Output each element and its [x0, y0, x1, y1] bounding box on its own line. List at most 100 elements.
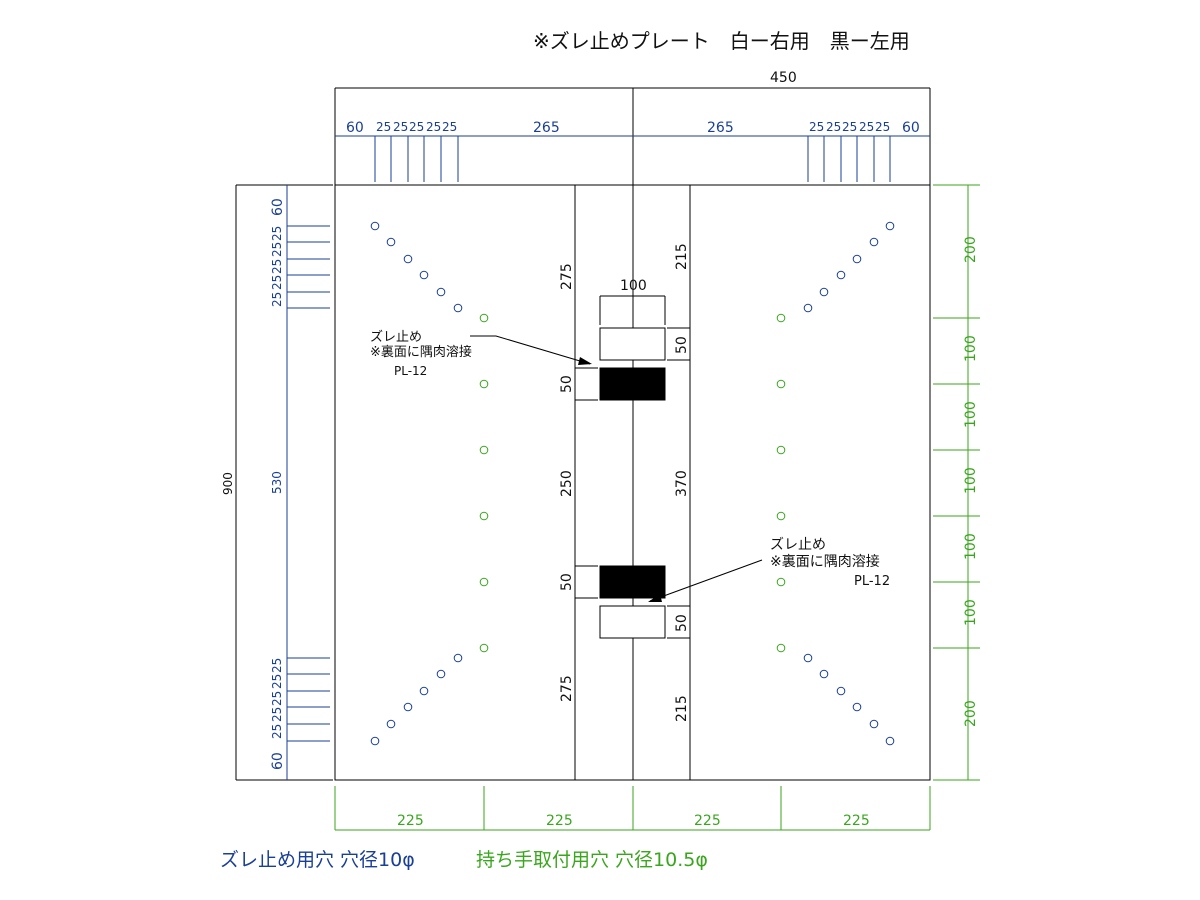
dim-top-right-25b: 25 [826, 120, 841, 134]
dim-left-bottom-25b: 25 [270, 674, 284, 689]
legend-green-holes: 持ち手取付用穴 穴径10.5φ [476, 849, 708, 871]
dim-left-top-25a: 25 [270, 226, 284, 241]
leader-arrow-lower [648, 594, 662, 602]
right-green-dimensions [933, 184, 980, 781]
dim-total-width: 450 [770, 70, 797, 86]
dim-center-right-50-bottom: 50 [674, 614, 690, 632]
blue-hole [403, 254, 413, 264]
dim-top-right-25c: 25 [842, 120, 857, 134]
dim-top-left-25e: 25 [442, 120, 457, 134]
dim-top-left-25c: 25 [409, 120, 424, 134]
dim-top-left-25d: 25 [426, 120, 441, 134]
green-hole [479, 643, 489, 653]
blue-hole [453, 303, 463, 313]
blue-hole [836, 686, 846, 696]
dim-center-left-275-top: 275 [559, 263, 575, 290]
dim-right-100-d: 100 [963, 533, 979, 560]
annotation-upper-plate: PL-12 [394, 364, 427, 378]
green-hole [479, 445, 489, 455]
drawing-title: ※ズレ止めプレート 白ー右用 黒ー左用 [533, 29, 910, 53]
dim-right-100-a: 100 [963, 335, 979, 362]
annotation-lower-plate: PL-12 [854, 574, 890, 589]
green-hole [479, 313, 489, 323]
dim-center-right-50-top: 50 [674, 336, 690, 354]
blue-hole [869, 237, 879, 247]
blue-hole [453, 653, 463, 663]
annotation-upper-title: ズレ止め [370, 329, 422, 345]
blue-hole [852, 254, 862, 264]
blue-hole [836, 270, 846, 280]
green-hole [776, 577, 786, 587]
dim-left-bottom-60: 60 [270, 752, 286, 770]
blue-hole [370, 221, 380, 231]
left-dimensions [235, 184, 333, 781]
dim-center-left-275-bottom: 275 [559, 675, 575, 702]
green-hole [776, 313, 786, 323]
blue-hole [403, 702, 413, 712]
bottom-green-dimensions [334, 786, 931, 831]
dim-left-top-25b: 25 [270, 242, 284, 257]
annotation-upper-weld: ※裏面に隅肉溶接 [370, 344, 472, 360]
leader-arrow-upper [578, 357, 592, 365]
blue-hole [819, 669, 829, 679]
dim-left-bottom-25c: 25 [270, 691, 284, 706]
dim-top-left-25a: 25 [376, 120, 391, 134]
dim-right-100-b: 100 [963, 401, 979, 428]
blue-hole [436, 287, 446, 297]
green-hole [479, 379, 489, 389]
dim-total-height: 900 [221, 472, 235, 495]
dim-top-right-25e: 25 [875, 120, 890, 134]
blue-hole [386, 237, 396, 247]
blue-hole [436, 669, 446, 679]
blue-hole [419, 686, 429, 696]
dim-top-right-25d: 25 [859, 120, 874, 134]
dim-top-right-60: 60 [902, 120, 920, 136]
dim-center-right-215-top: 215 [674, 243, 690, 270]
green-hole [479, 577, 489, 587]
annotation-lower-title: ズレ止め [770, 537, 826, 553]
dim-top-right-265: 265 [707, 120, 734, 136]
dim-bottom-225-a: 225 [397, 813, 424, 829]
green-hole [479, 511, 489, 521]
dim-left-bottom-25e: 25 [270, 724, 284, 739]
green-hole [776, 643, 786, 653]
dim-top-left-60: 60 [346, 120, 364, 136]
green-hole [776, 511, 786, 521]
dim-top-right-25a: 25 [809, 120, 824, 134]
blue-hole [803, 303, 813, 313]
top-blue-dimensions [335, 135, 930, 182]
dim-left-top-25e: 25 [270, 292, 284, 307]
dim-plate-width-100: 100 [620, 278, 647, 294]
dim-bottom-225-b: 225 [546, 813, 573, 829]
dim-left-top-60: 60 [270, 198, 286, 216]
dim-center-left-50-top: 50 [559, 375, 575, 393]
blue-hole [386, 719, 396, 729]
plate-outline [334, 184, 931, 781]
dim-top-left-265: 265 [533, 120, 560, 136]
dim-bottom-225-c: 225 [694, 813, 721, 829]
blue-hole [419, 270, 429, 280]
blue-hole [803, 653, 813, 663]
annotation-lower-weld: ※裏面に隅肉溶接 [770, 553, 880, 570]
blue-hole [819, 287, 829, 297]
leader-lines [470, 335, 763, 602]
dim-left-bottom-25a: 25 [270, 658, 284, 673]
white-plate-bottom [599, 605, 666, 639]
dim-center-left-50-bottom: 50 [559, 573, 575, 591]
dim-right-200-bottom: 200 [963, 700, 979, 727]
dim-right-100-e: 100 [963, 599, 979, 626]
dim-center-left-250: 250 [559, 470, 575, 497]
dim-left-bottom-25d: 25 [270, 707, 284, 722]
blue-hole [885, 221, 895, 231]
blue-hole [370, 736, 380, 746]
blue-hole [885, 736, 895, 746]
legend-blue-holes: ズレ止め用穴 穴径10φ [220, 849, 415, 871]
dim-center-right-370: 370 [674, 470, 690, 497]
dim-right-200-top: 200 [963, 236, 979, 263]
dim-top-left-25b: 25 [393, 120, 408, 134]
dim-left-530: 530 [270, 471, 284, 494]
dim-right-100-c: 100 [963, 467, 979, 494]
black-plate-top [599, 367, 666, 401]
green-hole [776, 445, 786, 455]
